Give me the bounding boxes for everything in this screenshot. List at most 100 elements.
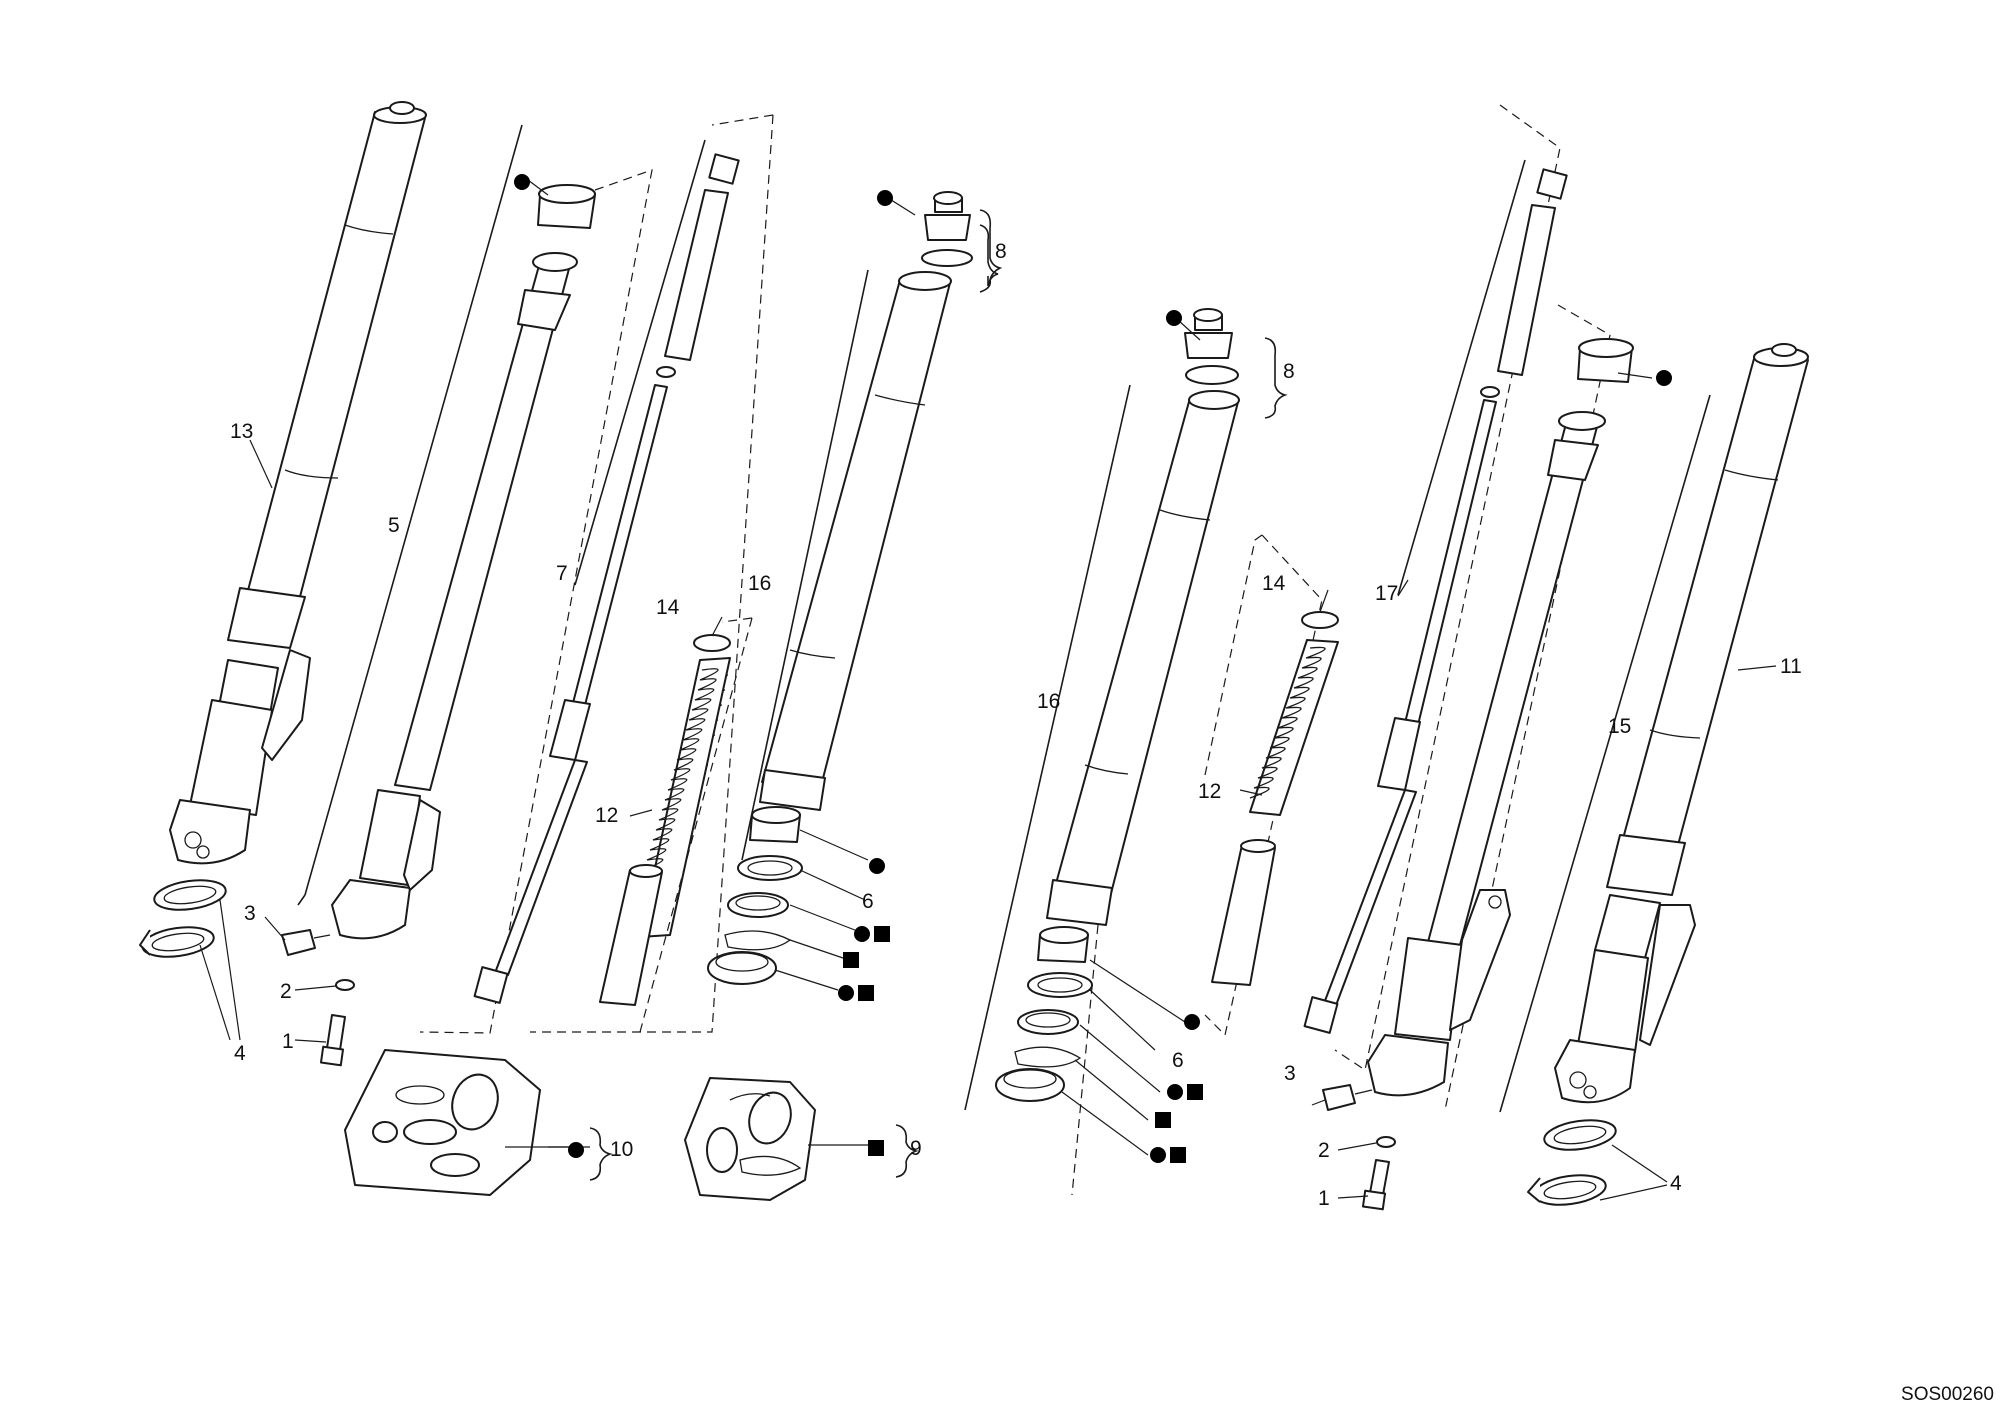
dot-symbol bbox=[869, 858, 885, 874]
square-symbol bbox=[868, 1140, 884, 1156]
dash-frame-12 bbox=[639, 617, 753, 1033]
label-8-left: 8 bbox=[995, 240, 1007, 263]
bush-6a-left bbox=[749, 806, 801, 843]
brace-9 bbox=[895, 1124, 919, 1178]
dash-frame-12-right-b bbox=[1204, 534, 1263, 776]
dash-frame-5 bbox=[419, 169, 653, 1034]
label-14-left: 14 bbox=[656, 596, 680, 619]
washer-2-right bbox=[1376, 1136, 1396, 1148]
label-2-left: 2 bbox=[280, 980, 292, 1003]
dot-symbol bbox=[854, 926, 870, 942]
square-symbol bbox=[1170, 1147, 1186, 1163]
brace-8-right bbox=[1264, 337, 1288, 419]
washer-2-left bbox=[335, 979, 355, 991]
clamp-4-right bbox=[1527, 1119, 1617, 1206]
outer-tube-5 bbox=[331, 252, 578, 940]
label-10: 10 bbox=[610, 1138, 633, 1161]
spring-12-left bbox=[639, 657, 731, 938]
bush-6a-right bbox=[1037, 926, 1089, 963]
dash-frame-16-right bbox=[1071, 924, 1099, 1196]
label-11: 11 bbox=[1780, 655, 1802, 678]
spring-12-right bbox=[1249, 639, 1339, 816]
label-16-right: 16 bbox=[1037, 690, 1060, 713]
fork-leg-11 bbox=[1554, 343, 1809, 1104]
dot-symbol bbox=[838, 985, 854, 1001]
dot-symbol bbox=[1150, 1147, 1166, 1163]
label-12-right: 12 bbox=[1198, 780, 1221, 803]
upper-tube-16-right bbox=[1046, 390, 1240, 926]
label-7: 7 bbox=[556, 562, 568, 585]
square-symbol bbox=[1155, 1112, 1171, 1128]
square-symbol bbox=[843, 952, 859, 968]
leader-lines bbox=[199, 179, 1777, 1201]
dust-seal-left bbox=[707, 951, 777, 985]
dot-symbol bbox=[877, 190, 893, 206]
label-5: 5 bbox=[388, 514, 400, 537]
bracket-7 bbox=[574, 139, 706, 586]
brace-10 bbox=[589, 1127, 613, 1181]
label-16-left: 16 bbox=[748, 572, 771, 595]
bracket-15 bbox=[1499, 394, 1711, 1113]
bracket-17 bbox=[1397, 159, 1526, 596]
label-1-left: 1 bbox=[282, 1030, 294, 1053]
clip-left bbox=[724, 930, 792, 951]
dot-symbol bbox=[1166, 310, 1182, 326]
dot-symbol bbox=[1656, 370, 1672, 386]
label-3-left: 3 bbox=[244, 902, 256, 925]
screw-3-left bbox=[281, 929, 331, 956]
washer-14-left bbox=[693, 634, 731, 652]
clip-right bbox=[1014, 1046, 1082, 1068]
part-labels: 13 5 7 16 14 12 8 6 3 2 1 4 10 9 8 14 17… bbox=[230, 240, 1802, 1210]
dot-symbol bbox=[514, 174, 530, 190]
dash-frame-17 bbox=[1334, 104, 1561, 1071]
seal-6-right bbox=[1027, 972, 1093, 998]
brace-8-left-b bbox=[979, 209, 1003, 293]
spacer-12-left bbox=[599, 864, 663, 1006]
bush-15-top bbox=[1577, 338, 1634, 383]
cap-8-right bbox=[1184, 308, 1239, 385]
dash-frame-15 bbox=[1444, 304, 1611, 1111]
label-13: 13 bbox=[230, 420, 253, 443]
square-symbol bbox=[1187, 1084, 1203, 1100]
seal-6-left bbox=[737, 855, 803, 881]
label-8-right: 8 bbox=[1283, 360, 1295, 383]
label-15: 15 bbox=[1608, 715, 1631, 738]
symbols bbox=[514, 174, 1672, 1163]
cap-8-left bbox=[921, 191, 973, 267]
kit-10 bbox=[344, 1049, 541, 1196]
outer-tube-15 bbox=[1367, 411, 1606, 1097]
spacer-12-right bbox=[1211, 839, 1276, 986]
washer-14-right bbox=[1301, 611, 1339, 629]
screw-1-left bbox=[319, 1014, 346, 1067]
dot-symbol bbox=[568, 1142, 584, 1158]
dot-symbol bbox=[1167, 1084, 1183, 1100]
label-3-right: 3 bbox=[1284, 1062, 1296, 1085]
label-6-left: 6 bbox=[862, 890, 874, 913]
dash-frame-7 bbox=[530, 114, 774, 1033]
dash-frame-12-right bbox=[1204, 534, 1323, 1037]
screw-3-right bbox=[1322, 1084, 1373, 1111]
label-12-left: 12 bbox=[595, 804, 618, 827]
cartridge-7 bbox=[473, 153, 740, 1004]
label-9: 9 bbox=[910, 1137, 922, 1160]
square-symbol bbox=[874, 926, 890, 942]
clamp-4-left bbox=[139, 879, 227, 958]
square-symbol bbox=[858, 985, 874, 1001]
dash-frame-7b bbox=[711, 114, 774, 126]
label-17: 17 bbox=[1375, 582, 1398, 605]
ring-6b-left bbox=[727, 892, 789, 918]
bracket-16 bbox=[741, 269, 869, 861]
label-2-right: 2 bbox=[1318, 1139, 1330, 1162]
dust-seal-right bbox=[995, 1068, 1065, 1102]
drawing-code: SOS00260 bbox=[1901, 1384, 1994, 1405]
label-1-right: 1 bbox=[1318, 1187, 1330, 1210]
upper-tube-16-left bbox=[759, 271, 952, 811]
kit-9 bbox=[684, 1077, 816, 1201]
screw-1-right bbox=[1361, 1159, 1390, 1211]
label-6-right: 6 bbox=[1172, 1049, 1184, 1072]
bush-5-top bbox=[537, 184, 596, 229]
cartridge-17 bbox=[1303, 168, 1568, 1034]
label-4-left: 4 bbox=[234, 1042, 246, 1065]
label-4-right: 4 bbox=[1670, 1172, 1682, 1195]
